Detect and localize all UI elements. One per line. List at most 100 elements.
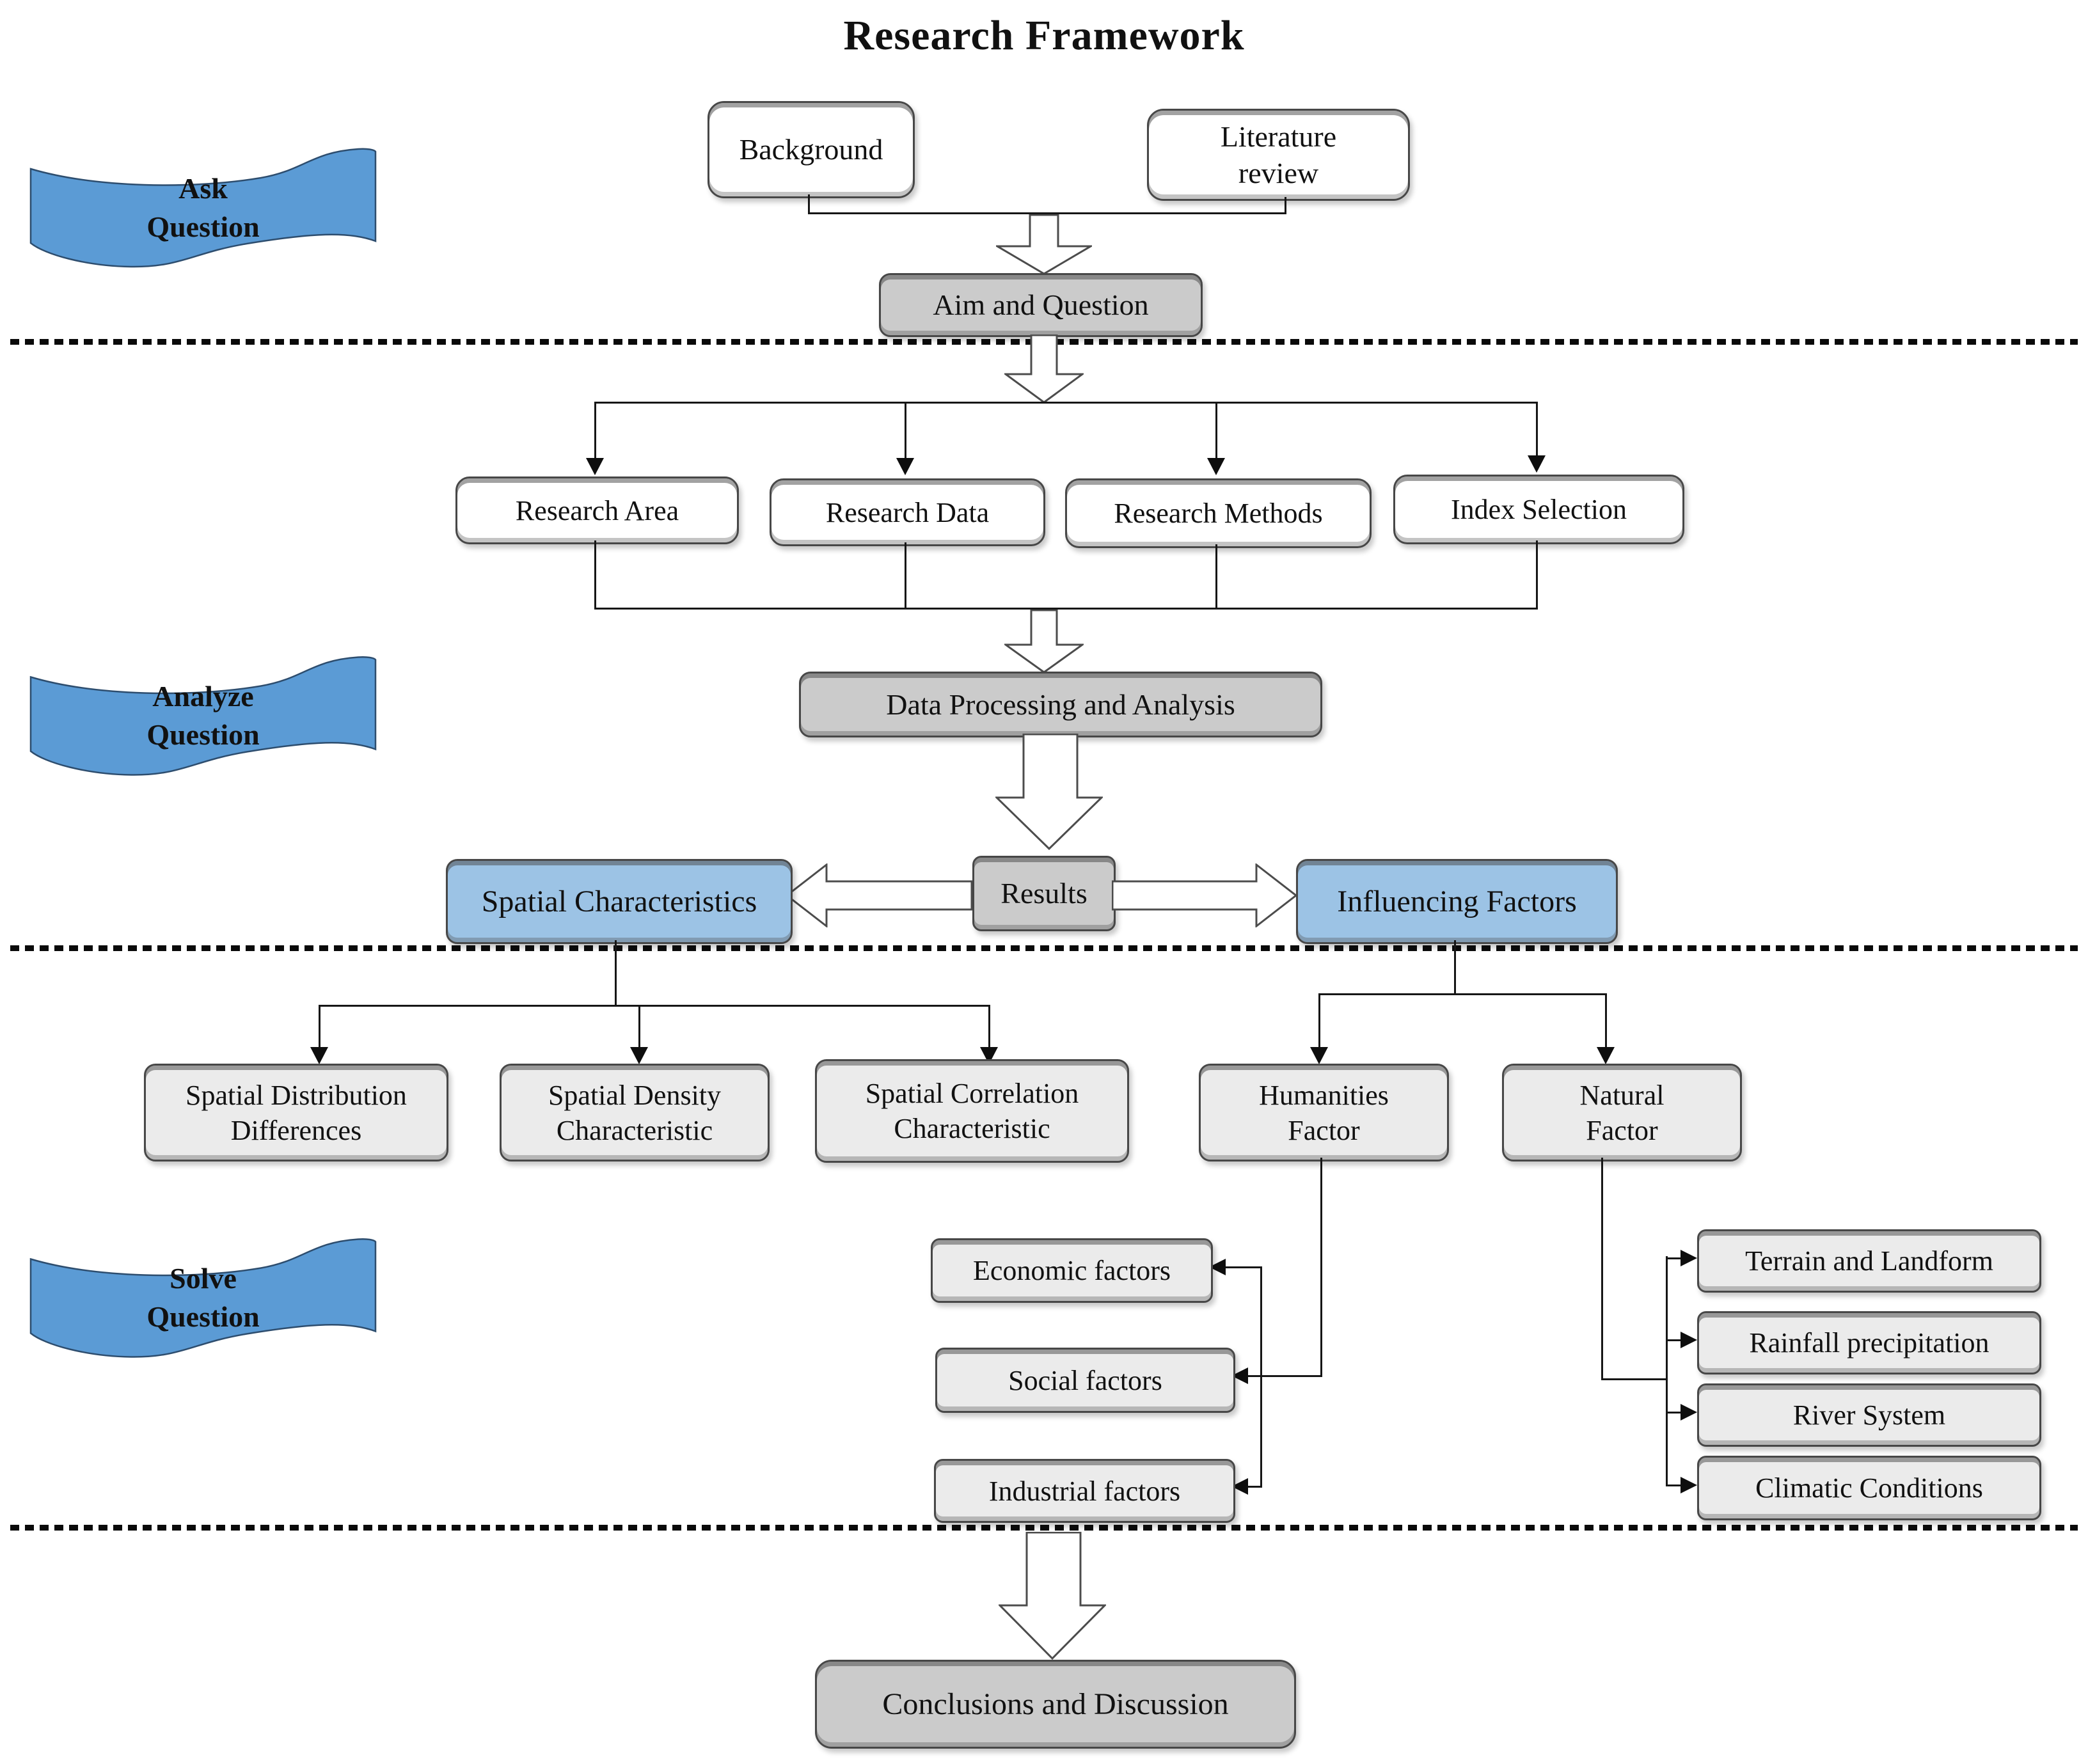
spatial-branch-line <box>615 940 617 1006</box>
index-selection-box: Index Selection <box>1393 475 1684 544</box>
humanities-subtree-line <box>1248 1486 1262 1488</box>
stage-analyze-line2: Question <box>146 718 260 751</box>
natural-factor-box: Natural Factor <box>1502 1064 1742 1162</box>
branch-drop-line <box>1605 993 1607 1048</box>
industrial-factors-label: Industrial factors <box>988 1475 1181 1507</box>
branch-drop-line <box>319 1005 320 1048</box>
collector-line <box>594 608 1538 610</box>
social-factors-label: Social factors <box>1008 1364 1162 1396</box>
influencing-factors-box: Influencing Factors <box>1296 859 1618 944</box>
aim-and-question-box: Aim and Question <box>879 273 1203 337</box>
humanities-factor-line2: Factor <box>1288 1114 1360 1146</box>
natural-spine-line <box>1666 1256 1668 1486</box>
research-methods-label: Research Methods <box>1114 498 1323 529</box>
conclusions-label: Conclusions and Discussion <box>882 1687 1229 1721</box>
collector-line <box>1215 544 1217 609</box>
stage-ribbon-analyze: Analyze Question <box>26 649 381 783</box>
background-label: Background <box>739 133 883 166</box>
arrowhead-right-icon <box>1681 1477 1697 1493</box>
collector-line <box>1536 540 1538 609</box>
branch-drop-line <box>1215 402 1217 459</box>
arrowhead-down-icon <box>310 1047 328 1064</box>
page-title: Research Framework <box>843 12 1245 59</box>
literature-review-box: Literature review <box>1147 109 1410 201</box>
connector-line <box>808 194 810 214</box>
natural-subtree-line <box>1666 1339 1681 1341</box>
terrain-landform-label: Terrain and Landform <box>1745 1245 1993 1277</box>
results-box: Results <box>972 856 1116 931</box>
spatial-density-box: Spatial Density Characteristic <box>500 1064 770 1162</box>
stage-solve-line2: Question <box>146 1300 260 1333</box>
industrial-factors-box: Industrial factors <box>934 1459 1235 1523</box>
branch-line <box>595 402 1538 404</box>
arrowhead-right-icon <box>1681 1332 1697 1348</box>
climatic-conditions-box: Climatic Conditions <box>1697 1456 2041 1520</box>
branch-drop-line <box>905 402 906 459</box>
river-system-box: River System <box>1697 1383 2041 1447</box>
arrowhead-down-icon <box>586 458 604 475</box>
arrowhead-down-icon <box>1528 455 1546 473</box>
influencing-branch-line <box>1320 993 1607 995</box>
big-down-arrow-icon <box>999 1532 1106 1660</box>
natural-factor-line2: Factor <box>1586 1114 1658 1146</box>
stage-solve-line1: Solve <box>170 1262 237 1295</box>
wave-ribbon-icon <box>29 1238 377 1358</box>
branch-drop-line <box>1536 402 1538 457</box>
arrowhead-down-icon <box>1207 458 1225 475</box>
connector-line <box>1285 197 1286 214</box>
spatial-correlation-line2: Characteristic <box>894 1113 1050 1144</box>
down-arrow-icon <box>1004 610 1084 673</box>
down-arrow-icon <box>996 214 1092 275</box>
economic-factors-box: Economic factors <box>931 1238 1213 1303</box>
index-selection-label: Index Selection <box>1451 494 1627 525</box>
big-down-arrow-icon <box>995 734 1103 850</box>
arrowhead-down-icon <box>896 458 914 475</box>
natural-subtree-line <box>1601 1158 1603 1380</box>
humanities-subtree-line <box>1248 1375 1322 1377</box>
stage-label-ask: Ask Question <box>26 142 381 273</box>
stage-analyze-line1: Analyze <box>152 680 254 713</box>
spatial-distribution-line1: Spatial Distribution <box>186 1079 407 1111</box>
spatial-characteristics-box: Spatial Characteristics <box>446 859 793 944</box>
connector-line <box>808 212 1286 214</box>
wave-ribbon-icon <box>29 656 377 776</box>
rainfall-precipitation-label: Rainfall precipitation <box>1749 1327 1989 1358</box>
arrowhead-right-icon <box>1681 1404 1697 1421</box>
climatic-conditions-label: Climatic Conditions <box>1755 1472 1983 1504</box>
spatial-characteristics-label: Spatial Characteristics <box>481 884 757 918</box>
research-data-box: Research Data <box>770 478 1045 546</box>
natural-subtree-line <box>1666 1257 1681 1259</box>
terrain-landform-box: Terrain and Landform <box>1697 1229 2041 1293</box>
stage-label-analyze: Analyze Question <box>26 649 381 783</box>
social-factors-box: Social factors <box>935 1348 1235 1413</box>
stage-ask-line2: Question <box>146 210 260 243</box>
humanities-subtree-line <box>1226 1266 1262 1268</box>
branch-drop-line <box>1318 993 1320 1048</box>
humanities-factor-box: Humanities Factor <box>1199 1064 1449 1162</box>
spatial-density-line1: Spatial Density <box>548 1079 722 1111</box>
aim-label: Aim and Question <box>933 288 1149 322</box>
stage-ribbon-solve: Solve Question <box>26 1231 381 1365</box>
economic-factors-label: Economic factors <box>972 1255 1171 1286</box>
research-methods-box: Research Methods <box>1065 478 1372 548</box>
collector-line <box>905 542 906 609</box>
stage-label-solve: Solve Question <box>26 1231 381 1365</box>
down-arrow-icon <box>1004 335 1084 404</box>
influencing-branch-line <box>1454 940 1456 995</box>
humanities-subtree-line <box>1320 1158 1322 1376</box>
collector-line <box>594 540 596 609</box>
natural-factor-line1: Natural <box>1579 1079 1665 1111</box>
data-processing-label: Data Processing and Analysis <box>886 688 1235 721</box>
spatial-branch-line <box>320 1005 990 1007</box>
humanities-spine-line <box>1260 1266 1262 1488</box>
literature-label-line1: Literature <box>1220 120 1337 153</box>
branch-drop-line <box>988 1005 990 1048</box>
spatial-correlation-line1: Spatial Correlation <box>865 1078 1079 1109</box>
river-system-label: River System <box>1792 1399 1946 1431</box>
left-arrow-icon <box>786 863 972 927</box>
natural-subtree-line <box>1601 1378 1668 1380</box>
data-processing-box: Data Processing and Analysis <box>799 672 1322 737</box>
spatial-distribution-line2: Differences <box>230 1114 362 1146</box>
section-divider-dotted-2 <box>10 945 2078 951</box>
